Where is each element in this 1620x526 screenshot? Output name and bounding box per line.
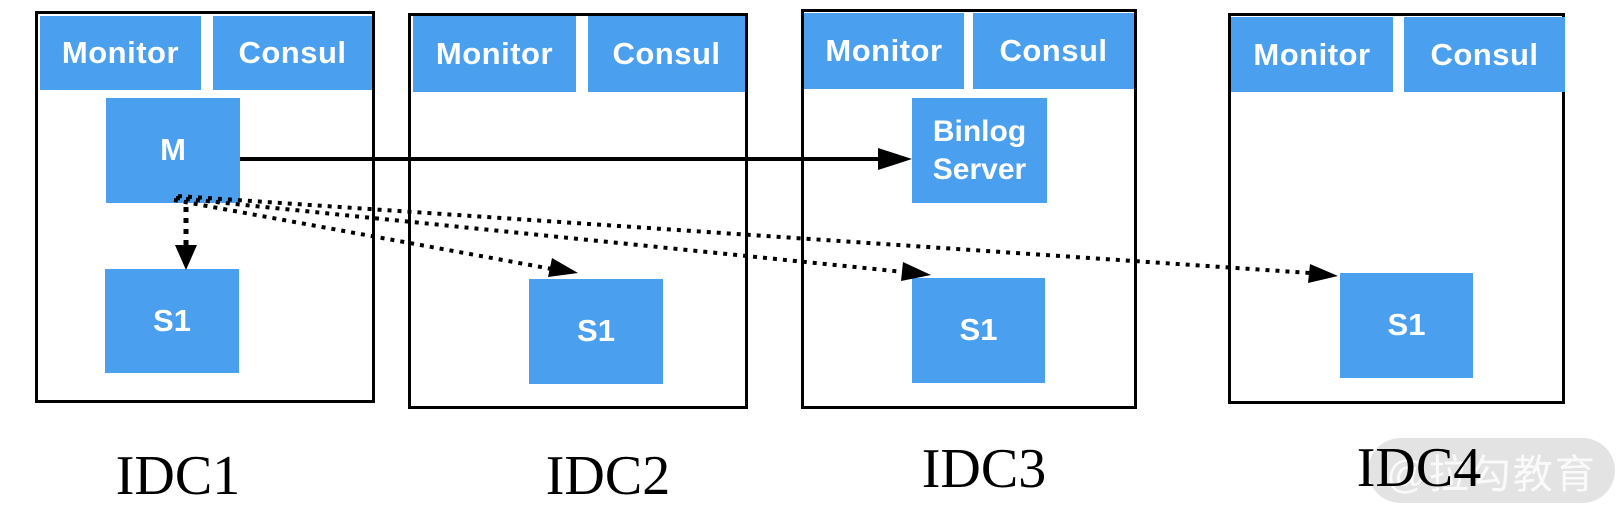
watermark-badge: @拉勾教育 [1368, 438, 1615, 503]
idc2-consul-chip: Consul [588, 16, 745, 92]
idc2-label: IDC2 [545, 445, 671, 507]
idc3-label: IDC3 [921, 438, 1047, 500]
idc2-box: Monitor Consul S1 [408, 13, 748, 409]
idc1-consul-chip: Consul [213, 16, 372, 90]
idc3-monitor-chip: Monitor [804, 13, 964, 89]
idc3-box: Monitor Consul Binlog Server S1 [801, 9, 1137, 409]
idc1-master-node: M [106, 98, 240, 203]
idc4-consul-chip: Consul [1404, 17, 1565, 92]
idc1-slave-node: S1 [105, 269, 239, 373]
idc1-box: Monitor Consul M S1 [35, 11, 375, 403]
idc3-slave-node: S1 [912, 278, 1045, 383]
idc1-monitor-chip: Monitor [40, 16, 201, 90]
idc4-slave-node: S1 [1340, 273, 1473, 378]
idc3-binlog-server-node: Binlog Server [912, 98, 1047, 203]
idc4-box: Monitor Consul S1 [1228, 13, 1565, 404]
idc2-slave-node: S1 [529, 279, 663, 384]
idc2-monitor-chip: Monitor [413, 16, 576, 92]
idc4-monitor-chip: Monitor [1231, 17, 1393, 92]
idc1-label: IDC1 [115, 445, 241, 507]
idc4-label: IDC4 [1356, 437, 1482, 499]
idc3-consul-chip: Consul [973, 13, 1134, 89]
